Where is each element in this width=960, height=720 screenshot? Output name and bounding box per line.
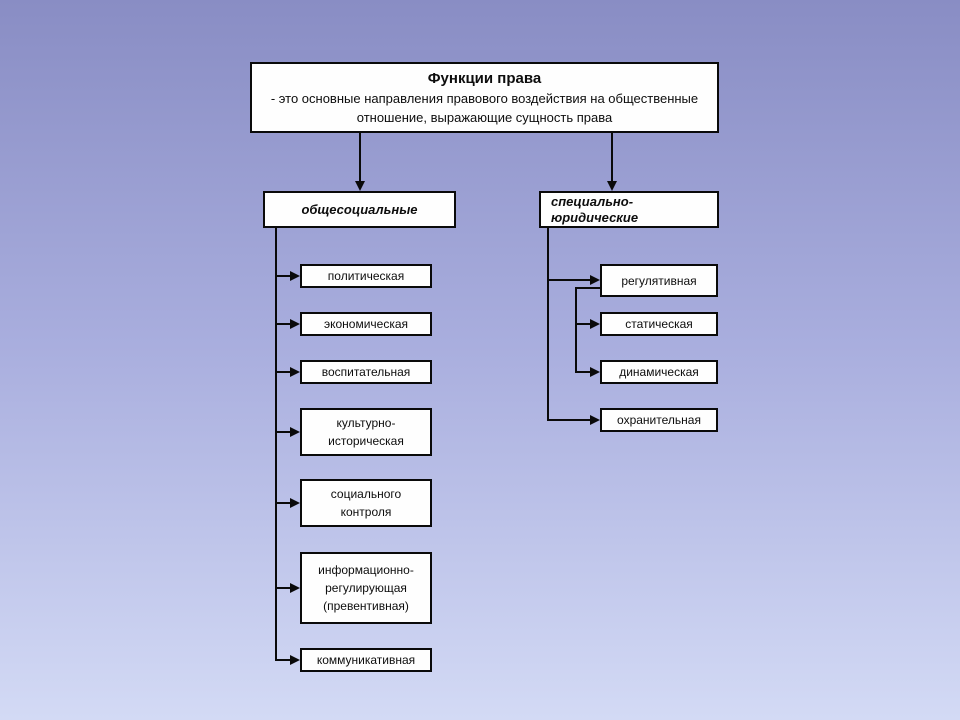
edge-communicative [277,659,290,661]
arrowhead-regulative [590,275,600,285]
general-social-label: общесоциальные [301,202,418,217]
arrowhead-protective [590,415,600,425]
node-economic-function: экономическая [300,312,432,336]
edge-political [277,275,290,277]
title-definition-text: - это основные направления правового воз… [270,90,699,125]
trunk-general-social [275,227,277,661]
node-informational-regulating-function: информационно- регулирующая (превентивна… [300,552,432,624]
node-special-legal-category: специально- юридические [539,191,719,228]
arrowhead-cultural-historical [290,427,300,437]
node-social-control-function: социального контроля [300,479,432,527]
arrowhead-social-control [290,498,300,508]
arrowhead-communicative [290,655,300,665]
node-protective-function: охранительная [600,408,718,432]
arrowhead-informational-regulating [290,583,300,593]
arrowhead-political [290,271,300,281]
edge-title-to-general-social [359,133,361,181]
edge-regulative-subbranch-top [575,287,600,289]
communicative-label: коммуникативная [316,653,416,667]
arrowhead-educational [290,367,300,377]
edge-informational-regulating [277,587,290,589]
economic-label: экономическая [323,317,409,331]
node-political-function: политическая [300,264,432,288]
informational-regulating-label: информационно- регулирующая (превентивна… [318,563,414,613]
regulative-label: регулятивная [621,273,697,288]
trunk-special-legal [547,228,549,421]
protective-label: охранительная [617,413,701,427]
arrowhead-down-general-social [355,181,365,191]
social-control-label: социального контроля [330,487,402,519]
edge-regulative [549,279,590,281]
edge-dynamic [577,371,590,373]
edge-social-control [277,502,290,504]
edge-static [577,323,590,325]
page-title: Функции права [427,69,542,87]
static-label: статическая [625,317,693,331]
dynamic-label: динамическая [619,365,699,379]
cultural-historical-label: культурно- историческая [328,416,404,448]
arrowhead-static [590,319,600,329]
node-dynamic-function: динамическая [600,360,718,384]
edge-protective [549,419,590,421]
node-educational-function: воспитательная [300,360,432,384]
node-regulative-function: регулятивная [600,264,718,297]
node-functions-of-law-title: Функции права - это основные направления… [250,62,719,133]
edge-educational [277,371,290,373]
educational-label: воспитательная [321,365,411,379]
political-label: политическая [327,269,405,283]
arrowhead-down-special-legal [607,181,617,191]
trunk-regulative-subbranch [575,287,577,373]
arrowhead-dynamic [590,367,600,377]
special-legal-label: специально- юридические [551,193,639,225]
edge-title-to-special-legal [611,133,613,181]
arrowhead-economic [290,319,300,329]
node-communicative-function: коммуникативная [300,648,432,672]
node-general-social-category: общесоциальные [263,191,456,228]
edge-cultural-historical [277,431,290,433]
node-cultural-historical-function: культурно- историческая [300,408,432,456]
node-static-function: статическая [600,312,718,336]
edge-economic [277,323,290,325]
